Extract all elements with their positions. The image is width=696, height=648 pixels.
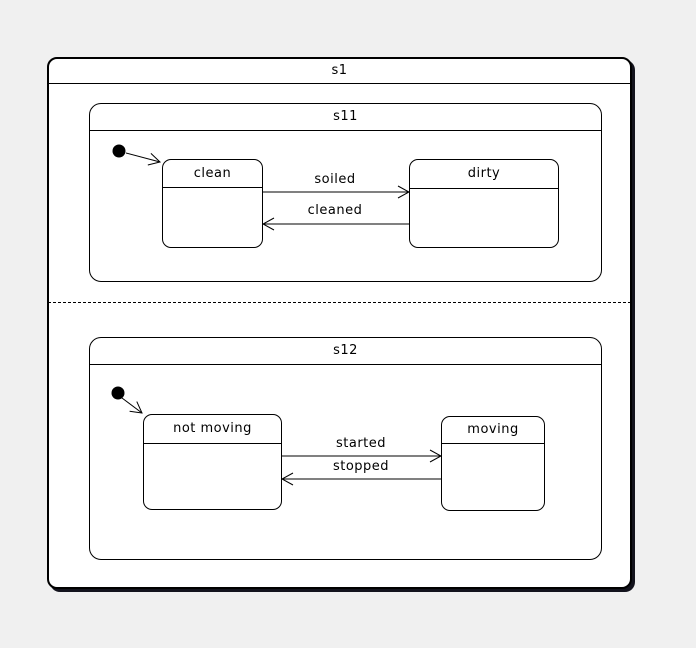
state-s1-title: s1 — [49, 59, 630, 84]
transition-label-stopped: stopped — [332, 459, 390, 474]
state-not-moving: not moving — [143, 414, 282, 510]
transition-label-started: started — [335, 436, 387, 451]
state-dirty-label: dirty — [410, 160, 558, 189]
region-separator-dashed-line — [48, 302, 631, 303]
state-dirty: dirty — [409, 159, 559, 248]
state-not-moving-label: not moving — [144, 415, 281, 444]
state-moving: moving — [441, 416, 545, 511]
state-moving-label: moving — [442, 417, 544, 444]
state-s12-title: s12 — [90, 338, 601, 365]
transition-label-cleaned: cleaned — [307, 203, 363, 218]
state-clean: clean — [162, 159, 263, 248]
state-s11-title: s11 — [90, 104, 601, 131]
transition-label-soiled: soiled — [314, 172, 356, 187]
state-clean-label: clean — [163, 160, 262, 188]
